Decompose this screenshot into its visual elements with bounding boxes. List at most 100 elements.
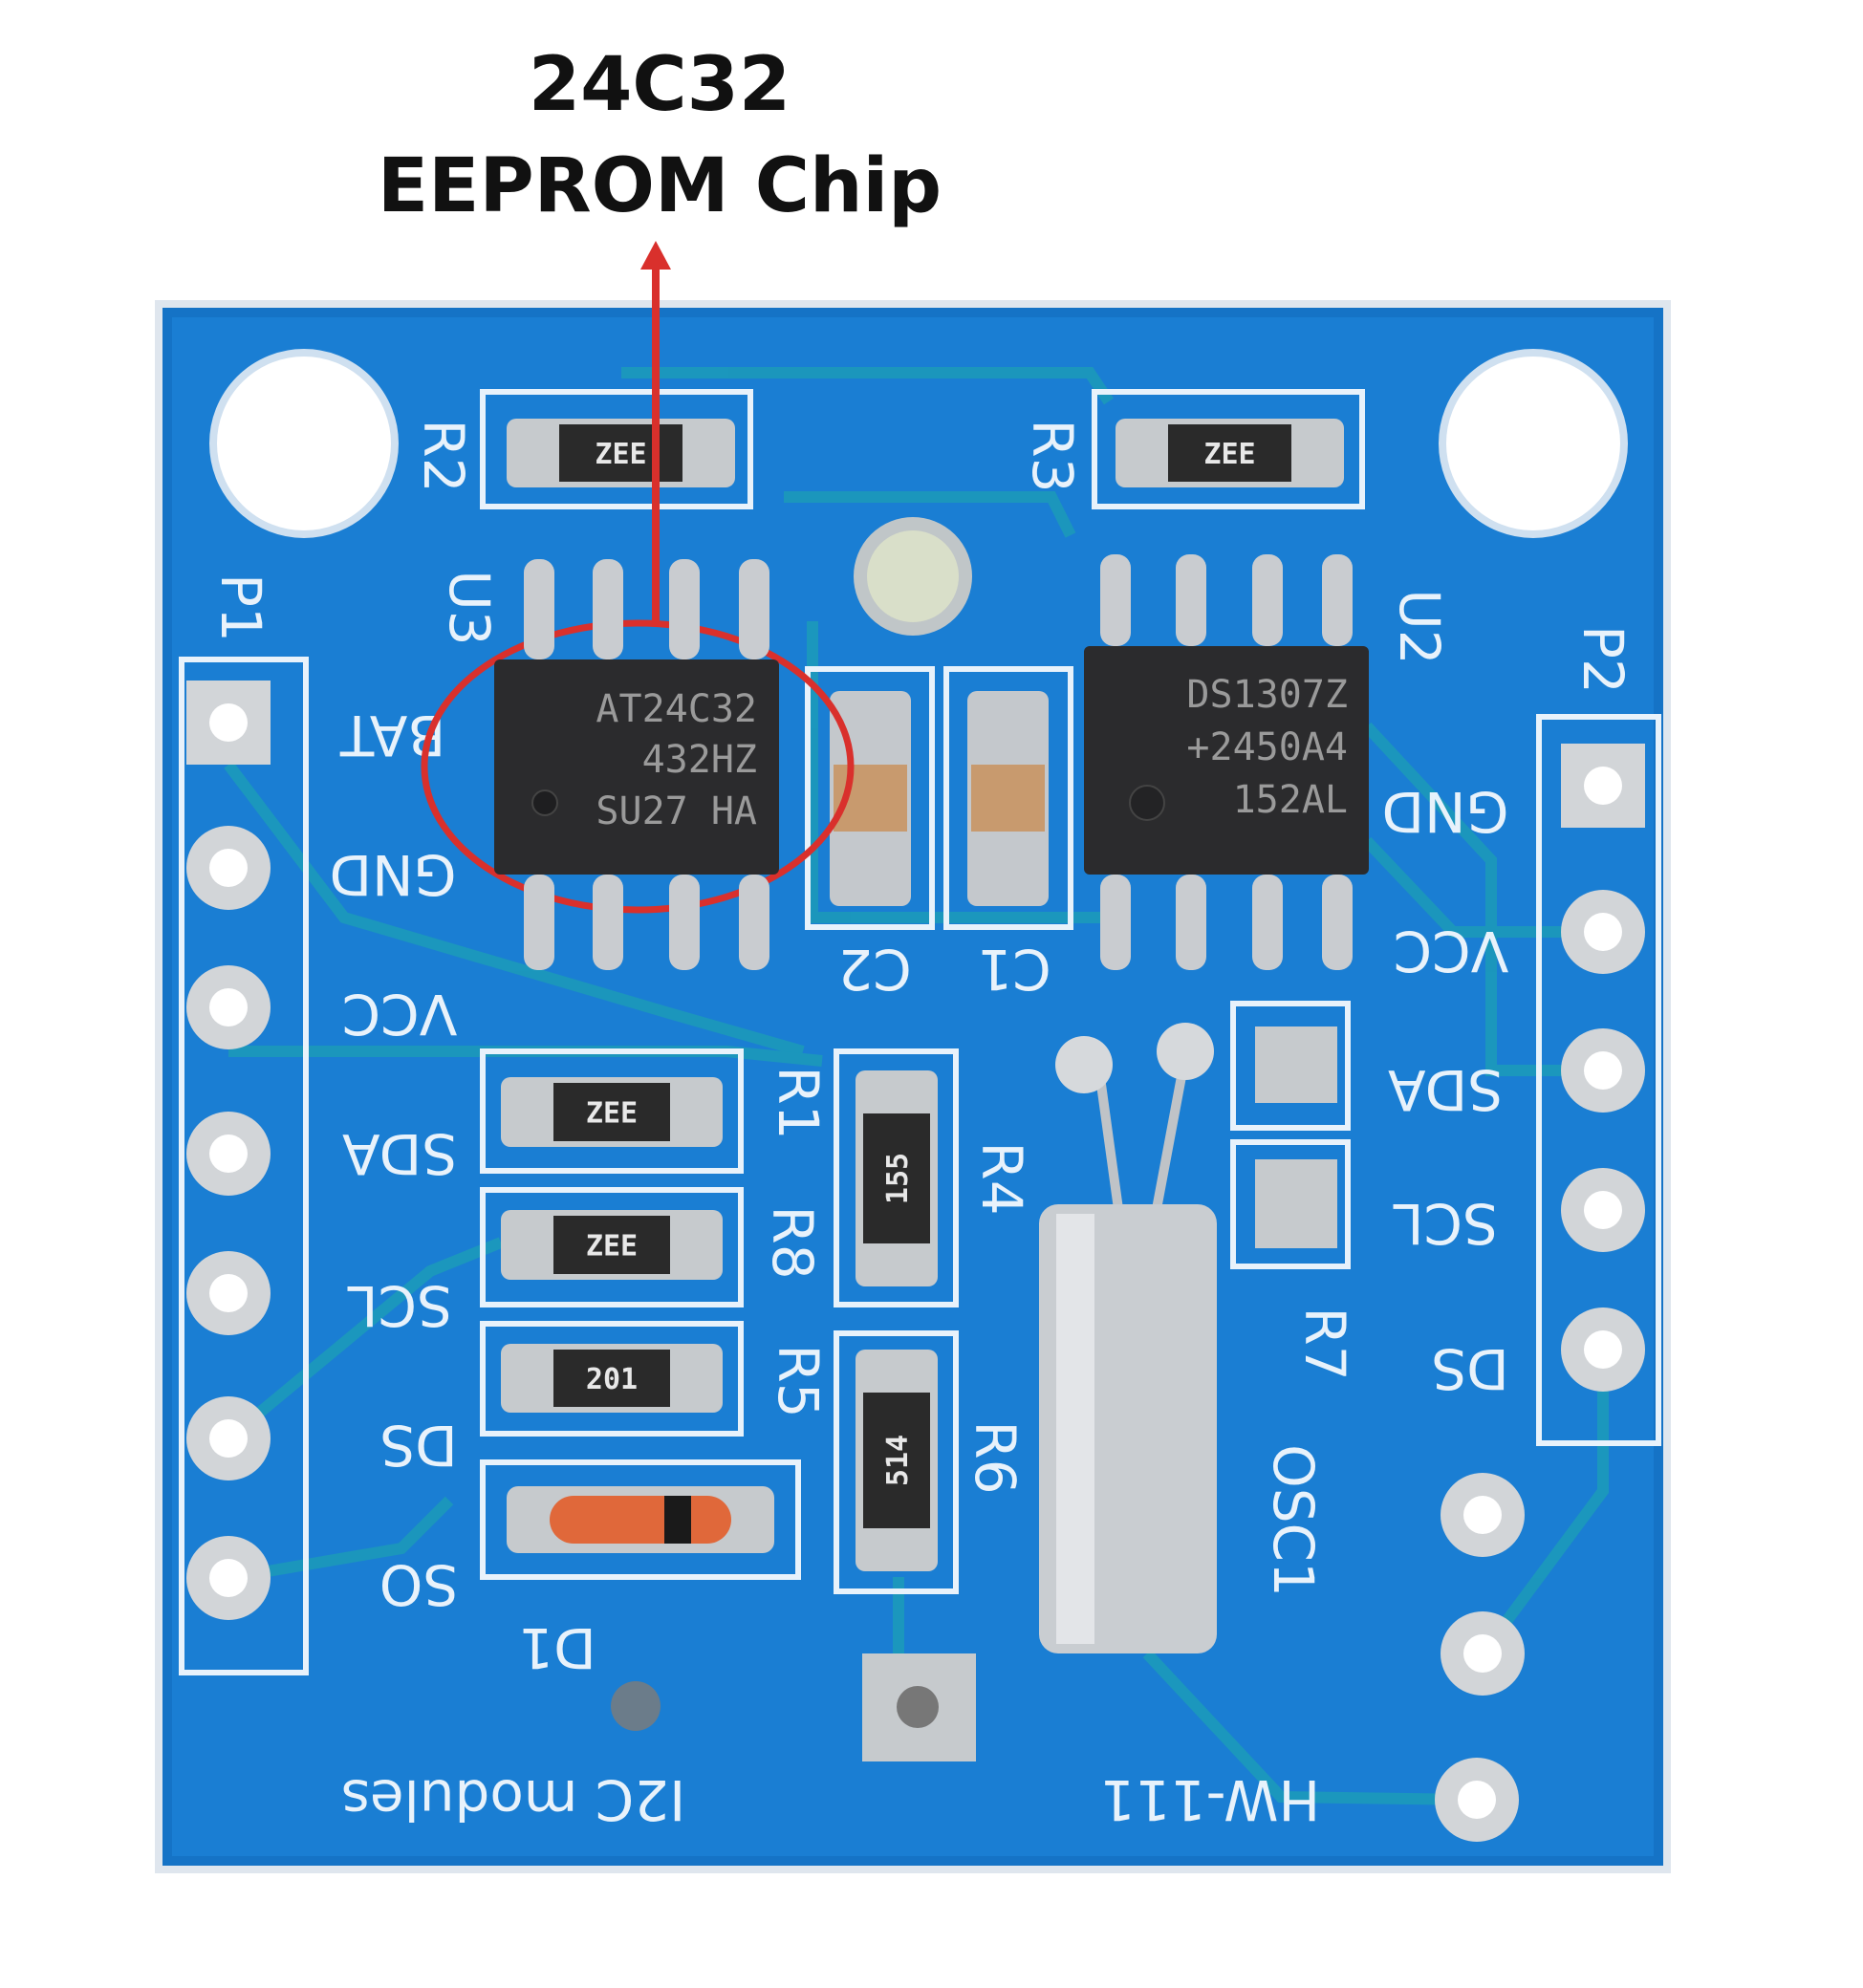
u3-eeprom-chip — [494, 659, 779, 875]
u2-marking-line1: DS1307Z — [1186, 673, 1348, 717]
header-pin-hole — [1584, 1191, 1622, 1229]
silkscreen-left-header-label: P1 — [208, 573, 273, 642]
silkscreen-r5: R5 — [766, 1344, 831, 1417]
silkscreen-osc1: OSC1 — [1261, 1444, 1326, 1597]
ic-pin — [1176, 875, 1206, 970]
r7-pad — [1255, 1026, 1337, 1103]
annotation-title-part-number: 24C32 — [528, 42, 791, 128]
smd-resistors: ZEE ZEE ZEE ZEE 201 155 514 — [501, 419, 1344, 1571]
ic-pin — [524, 875, 554, 970]
silkscreen-right-header-label: P2 — [1571, 625, 1636, 694]
ic-pin — [1252, 554, 1283, 646]
resistor-code-r1: ZEE — [586, 1097, 638, 1131]
silkscreen-u3: U3 — [437, 570, 502, 645]
header-pin-hole — [1584, 1330, 1622, 1369]
silkscreen-2: VCC — [342, 982, 458, 1047]
header-pin-hole — [1584, 767, 1622, 805]
diode-d1 — [507, 1486, 774, 1553]
header-pin-hole — [209, 703, 248, 742]
pad-hole — [1463, 1496, 1502, 1534]
via-pad — [611, 1681, 661, 1731]
silkscreen-6: SO — [379, 1552, 458, 1617]
ic-pin — [739, 875, 769, 970]
header-pin-hole — [209, 1134, 248, 1173]
test-pad-hole — [897, 1686, 939, 1728]
crystal-oscillator — [1039, 1023, 1217, 1653]
silkscreen-4: DS — [1431, 1336, 1508, 1401]
resistor-code-r3: ZEE — [1203, 438, 1255, 471]
u2-marking-line3: 152AL — [1233, 778, 1348, 822]
silkscreen-2: SDA — [1388, 1057, 1503, 1122]
mounting-hole — [1439, 349, 1628, 538]
u2-marking-line2: +2450A4 — [1186, 725, 1348, 769]
ic-pin — [669, 875, 700, 970]
resistor-body — [559, 424, 682, 482]
header-pin-hole — [209, 1274, 248, 1312]
silkscreen-1: VCC — [1394, 918, 1509, 983]
silkscreen-r7: R7 — [1292, 1307, 1357, 1380]
resistor-body — [553, 1216, 670, 1274]
silkscreen-r6: R6 — [963, 1420, 1028, 1494]
header-pin-hole — [209, 1559, 248, 1597]
ic-pin — [524, 559, 554, 659]
resistor-code-r2: ZEE — [595, 438, 646, 471]
r7-pad — [1255, 1159, 1337, 1248]
silkscreen-r1: R1 — [766, 1066, 831, 1139]
ic-pin — [1100, 875, 1131, 970]
resistor-code-r6: 514 — [881, 1435, 915, 1486]
ic-pin — [1322, 875, 1353, 970]
silkscreen-outlines — [179, 389, 1661, 1675]
ic-pin — [1100, 554, 1131, 646]
silkscreen-1: GND — [330, 842, 457, 907]
copper-traces — [224, 367, 1609, 1805]
silkscreen-c1: C1 — [977, 937, 1051, 1002]
u3-marking-line2: 432HZ — [642, 738, 757, 782]
u3-marking-line1: AT24C32 — [596, 687, 757, 731]
header-pin-hole — [209, 988, 248, 1026]
resistor-code-r8: ZEE — [586, 1230, 638, 1264]
silkscreen-model: HW-111 — [1100, 1767, 1320, 1832]
silkscreen-3: SCL — [1393, 1191, 1498, 1256]
resistor-code-r4: 155 — [881, 1153, 915, 1204]
ic-chips: AT24C32 432HZ SU27 HA DS1307Z +2450A4 15… — [494, 554, 1369, 970]
silkscreen-r8: R8 — [760, 1205, 825, 1279]
ic-pin — [1252, 875, 1283, 970]
silkscreen-c2: C2 — [837, 937, 911, 1002]
annotation-title-description: EEPROM Chip — [377, 143, 942, 229]
silkscreen-0: GND — [1382, 779, 1509, 844]
header-pin-hole — [209, 1419, 248, 1458]
silkscreen-d1: D1 — [518, 1615, 596, 1680]
ic-pin — [669, 559, 700, 659]
silkscreen-u2: U2 — [1387, 589, 1452, 664]
resistor-body — [863, 1113, 930, 1243]
arrow-head-icon — [640, 241, 671, 270]
header-pin-hole — [1584, 913, 1622, 951]
u3-marking-line3: SU27 HA — [596, 789, 757, 833]
resistor-body — [863, 1393, 930, 1528]
resistor-body — [553, 1350, 670, 1407]
header-pin-hole — [209, 849, 248, 887]
via-pad — [854, 517, 972, 636]
ic-pin — [739, 559, 769, 659]
silkscreen-r4: R4 — [969, 1141, 1034, 1215]
header-pin-hole — [1584, 1051, 1622, 1090]
silkscreen-r2: R2 — [411, 419, 476, 492]
ic-pin — [1322, 554, 1353, 646]
pad-hole — [1463, 1634, 1502, 1673]
silkscreen-r3: R3 — [1020, 419, 1085, 492]
annotation-highlight-ellipse — [421, 619, 855, 914]
resistor-body — [553, 1083, 670, 1141]
resistor-body — [1168, 424, 1291, 482]
silkscreen-4: SCL — [347, 1273, 452, 1338]
pad-hole — [1458, 1781, 1496, 1819]
silkscreen-5: DS — [379, 1413, 457, 1478]
ic-pin — [1176, 554, 1206, 646]
silkscreen-3: SDA — [342, 1121, 457, 1186]
ic-pin — [593, 875, 623, 970]
mounting-hole — [209, 349, 399, 538]
resistor-code-r5: 201 — [586, 1363, 638, 1396]
silkscreen-board-text: I2C modules — [341, 1767, 686, 1832]
ic-pin — [593, 559, 623, 659]
header-pins — [186, 681, 1645, 1842]
